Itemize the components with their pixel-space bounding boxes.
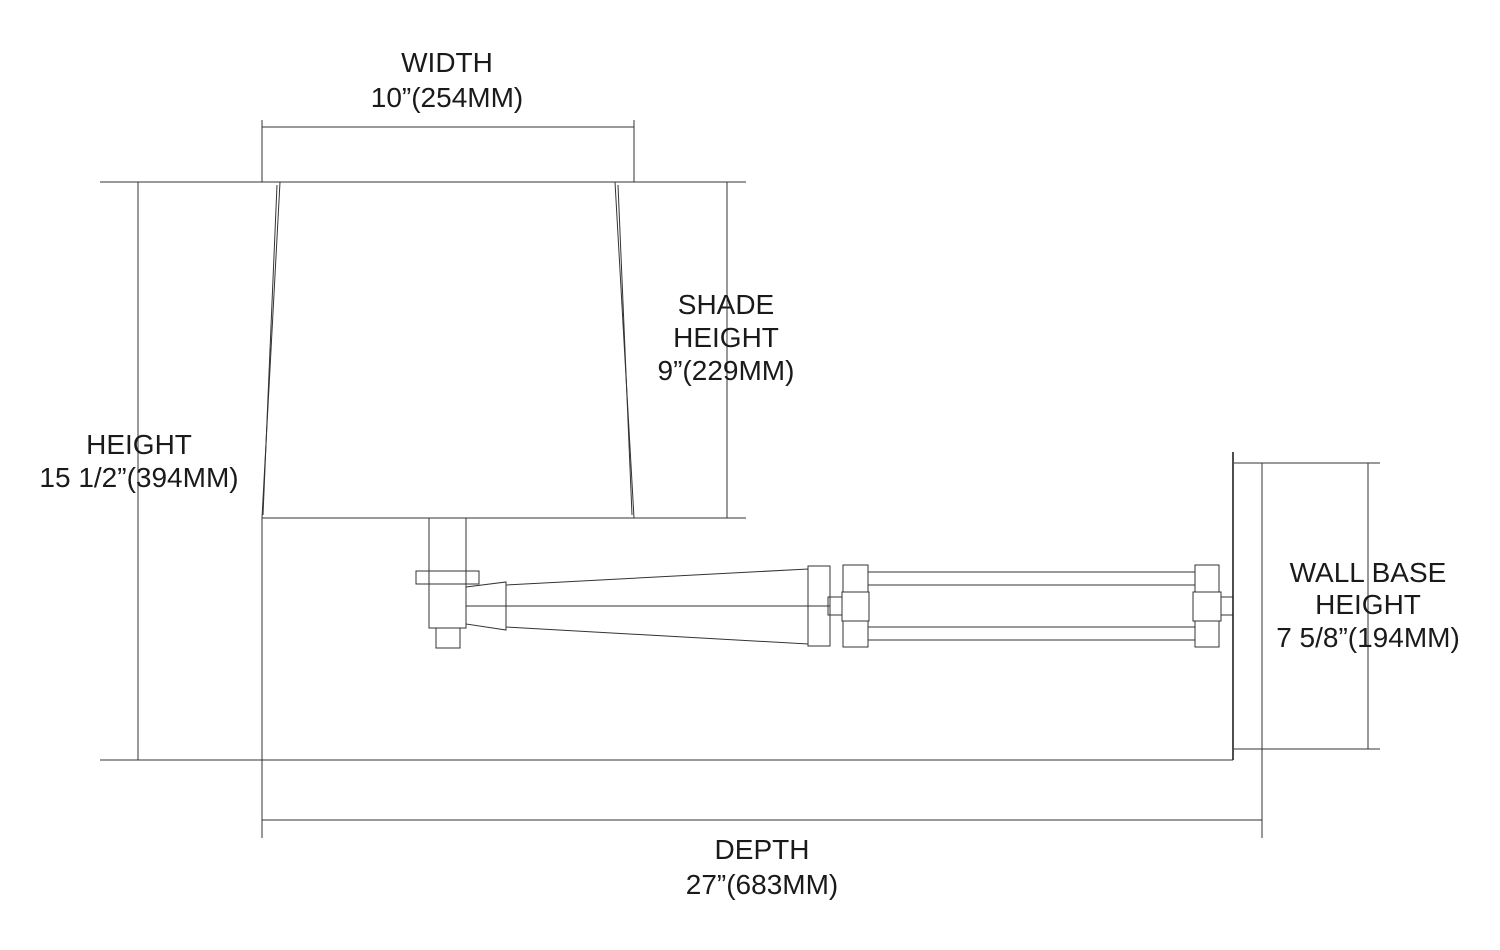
swing-arm (465, 564, 1234, 648)
wall-base-value: 7 5/8”(194MM) (1276, 622, 1460, 653)
wall-base-label-2: HEIGHT (1315, 589, 1421, 620)
shade-height-label-2: HEIGHT (673, 322, 779, 353)
depth-label: DEPTH (715, 834, 810, 865)
width-value: 10”(254MM) (371, 82, 523, 113)
shade-height-label-1: SHADE (678, 289, 774, 320)
shade-height-value: 9”(229MM) (658, 355, 795, 386)
wall-base-label-1: WALL BASE (1290, 557, 1447, 588)
lamp-stem (415, 517, 480, 649)
dimension-lines (100, 120, 1380, 838)
width-label: WIDTH (401, 47, 493, 78)
lamp-shade (261, 181, 635, 519)
height-label: HEIGHT (86, 429, 192, 460)
height-value: 15 1/2”(394MM) (39, 462, 238, 493)
depth-value: 27”(683MM) (686, 869, 838, 900)
